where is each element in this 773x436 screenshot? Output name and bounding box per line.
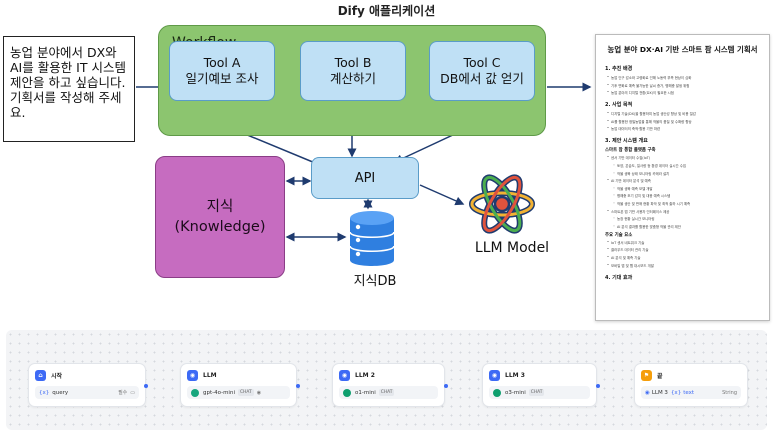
edit-icon: ▭	[130, 389, 135, 396]
tool-a-box: Tool A 일기예보 조사	[169, 41, 275, 101]
tool-b-name: Tool B	[334, 55, 372, 70]
llm-icon: ◉	[339, 369, 350, 381]
proposal-document: 농업 분야 DX·AI 기반 스마트 팜 시스템 기획서 1. 추진 배경 농업…	[595, 34, 770, 321]
document-bullet: IoT 센서 네트워크 기술	[607, 240, 760, 245]
tool-a-desc: 일기예보 조사	[185, 71, 259, 86]
eye-icon: ◉	[256, 389, 262, 396]
document-bullet: 농업 인구 감소와 고령화로 인해 노동력 부족 현상이 심화	[607, 75, 760, 80]
tool-b-box: Tool B 계산하기	[300, 41, 406, 101]
openai-icon	[493, 388, 501, 397]
llm-icon: ◉	[645, 389, 650, 396]
arrow-api-llm	[419, 184, 465, 206]
knowledge-box: 지식 (Knowledge)	[155, 156, 285, 278]
model-name: o3-mini	[505, 389, 526, 396]
document-bullet: 디지털 기술(DX)을 활용하여 농업 생산성 향상 및 비용 절감	[607, 111, 760, 116]
document-bullet: 스마트폰 앱 기반 사용자 인터페이스 제공	[607, 209, 760, 214]
home-icon: ⌂	[35, 369, 46, 381]
atom-icon	[469, 174, 535, 234]
section-heading: 2. 사업 목적	[605, 102, 633, 109]
document-bullet: 센서 기반 데이터 수집(IoT)	[607, 155, 760, 160]
document-bullet: 농업 데이터의 축적·활용 기반 마련	[607, 126, 760, 131]
flag-icon: ⚑	[641, 369, 652, 381]
section-heading: 1. 추진 배경	[605, 66, 633, 72]
document-sub-bullet: 작물 생산 및 판매 현황 파악 및 최적 출하 시기 예측	[613, 201, 760, 206]
document-bullet: AI 기반 데이터 분석 및 예측	[607, 178, 760, 183]
variable-name: text	[683, 389, 695, 396]
variable-type: String	[722, 389, 737, 396]
tool-c-box: Tool C DB에서 값 얻기	[429, 41, 535, 101]
start-node[interactable]: ⌂ 시작 {x} query 필수 ▭	[28, 363, 146, 407]
db-label: 지식DB	[353, 274, 397, 289]
llm-icon: ◉	[489, 369, 500, 381]
llm-model-label: LLM Model	[474, 240, 550, 256]
model-selector[interactable]: gpt-4o-mini CHAT ◉	[187, 386, 290, 399]
document-bullet: 모바일 앱 및 웹 대시보드 개발	[607, 263, 760, 268]
model-selector[interactable]: o3-mini CHAT	[489, 386, 590, 399]
output-source: LLM 3	[651, 389, 668, 396]
document-sub-bullet: 토양, 온습도, 일사량 등 환경 데이터 실시간 수집	[613, 163, 760, 168]
user-prompt-box: 농업 분야에서 DX와 AI를 활용한 IT 시스템 제안을 하고 싶습니다. …	[3, 36, 135, 142]
node-title: 시작	[51, 372, 63, 380]
chat-badge: CHAT	[237, 389, 254, 396]
document-sub-bullet: 작물 생육 상태 모니터링 카메라 설치	[613, 171, 760, 176]
variable-icon: {x}	[39, 389, 50, 396]
api-box: API	[311, 157, 419, 199]
section-heading: 3. 제안 시스템 개요	[605, 138, 648, 145]
llm-node-2[interactable]: ◉ LLM 2 o1-mini CHAT	[332, 363, 445, 407]
openai-icon	[191, 388, 199, 397]
document-bullet: AI를 활용한 정밀농업을 통해 작물의 품질 및 수확량 향상	[607, 119, 760, 124]
document-title: 농업 분야 DX·AI 기반 스마트 팜 시스템 기획서	[607, 45, 758, 54]
openai-icon	[343, 388, 351, 397]
chat-badge: CHAT	[378, 389, 395, 396]
knowledge-title: 지식	[206, 199, 234, 215]
node-title: LLM 2	[355, 371, 375, 379]
end-node[interactable]: ⚑ 끝 ◉ LLM 3 {x} text String	[634, 363, 748, 407]
llm-icon: ◉	[187, 369, 198, 381]
node-output-port[interactable]	[444, 384, 448, 388]
knowledge-subtitle: (Knowledge)	[174, 219, 266, 235]
llm-node-3[interactable]: ◉ LLM 3 o3-mini CHAT	[482, 363, 597, 407]
chat-badge: CHAT	[528, 389, 545, 396]
node-output-port[interactable]	[296, 384, 300, 388]
output-variable-row[interactable]: ◉ LLM 3 {x} text String	[641, 386, 741, 399]
node-output-port[interactable]	[144, 384, 148, 388]
page-title: Dify 애플리케이션	[337, 4, 436, 18]
tool-c-desc: DB에서 값 얻기	[440, 71, 524, 86]
node-title: 끝	[657, 372, 663, 380]
variable-icon: {x}	[670, 389, 682, 396]
document-bullet: AI 분석 및 예측 기술	[607, 255, 760, 260]
tool-a-name: Tool A	[203, 55, 241, 70]
llm-node-1[interactable]: ◉ LLM gpt-4o-mini CHAT ◉	[180, 363, 297, 407]
model-name: gpt-4o-mini	[203, 389, 235, 396]
database-icon	[349, 211, 395, 266]
tool-b-desc: 계산하기	[329, 71, 376, 86]
node-title: LLM 3	[505, 371, 525, 379]
variable-name: query	[52, 389, 69, 396]
document-sub-bullet: 작물 생육 예측 모델 개발	[613, 186, 760, 191]
tool-c-name: Tool C	[463, 55, 501, 70]
model-selector[interactable]: o1-mini CHAT	[339, 386, 438, 399]
document-sub-bullet: 병해충 조기 감지 및 대응 예측 시스템	[613, 193, 760, 198]
node-title: LLM	[203, 371, 217, 379]
subsection-heading: 주요 기술 요소	[605, 232, 633, 238]
input-variable-row[interactable]: {x} query 필수 ▭	[35, 386, 139, 399]
required-label: 필수	[118, 390, 128, 396]
document-sub-bullet: AI 분석 결과를 활용한 맞춤형 작물 관리 제안	[613, 224, 760, 229]
section-heading: 4. 기대 효과	[605, 274, 633, 281]
document-bullet: 클라우드 데이터 관리 기술	[607, 247, 760, 252]
subsection-heading: 스마트 팜 통합 플랫폼 구축	[605, 148, 656, 154]
document-bullet: 농업 분야의 디지털 전환(DX)이 필요한 시점	[607, 90, 760, 95]
document-bullet: 기후 변화로 예측 불가능한 날씨 증가, 병해충 발생 위험	[607, 83, 760, 88]
node-output-port[interactable]	[596, 384, 600, 388]
model-name: o1-mini	[355, 389, 376, 396]
document-sub-bullet: 농장 현황 실시간 모니터링	[613, 216, 760, 221]
